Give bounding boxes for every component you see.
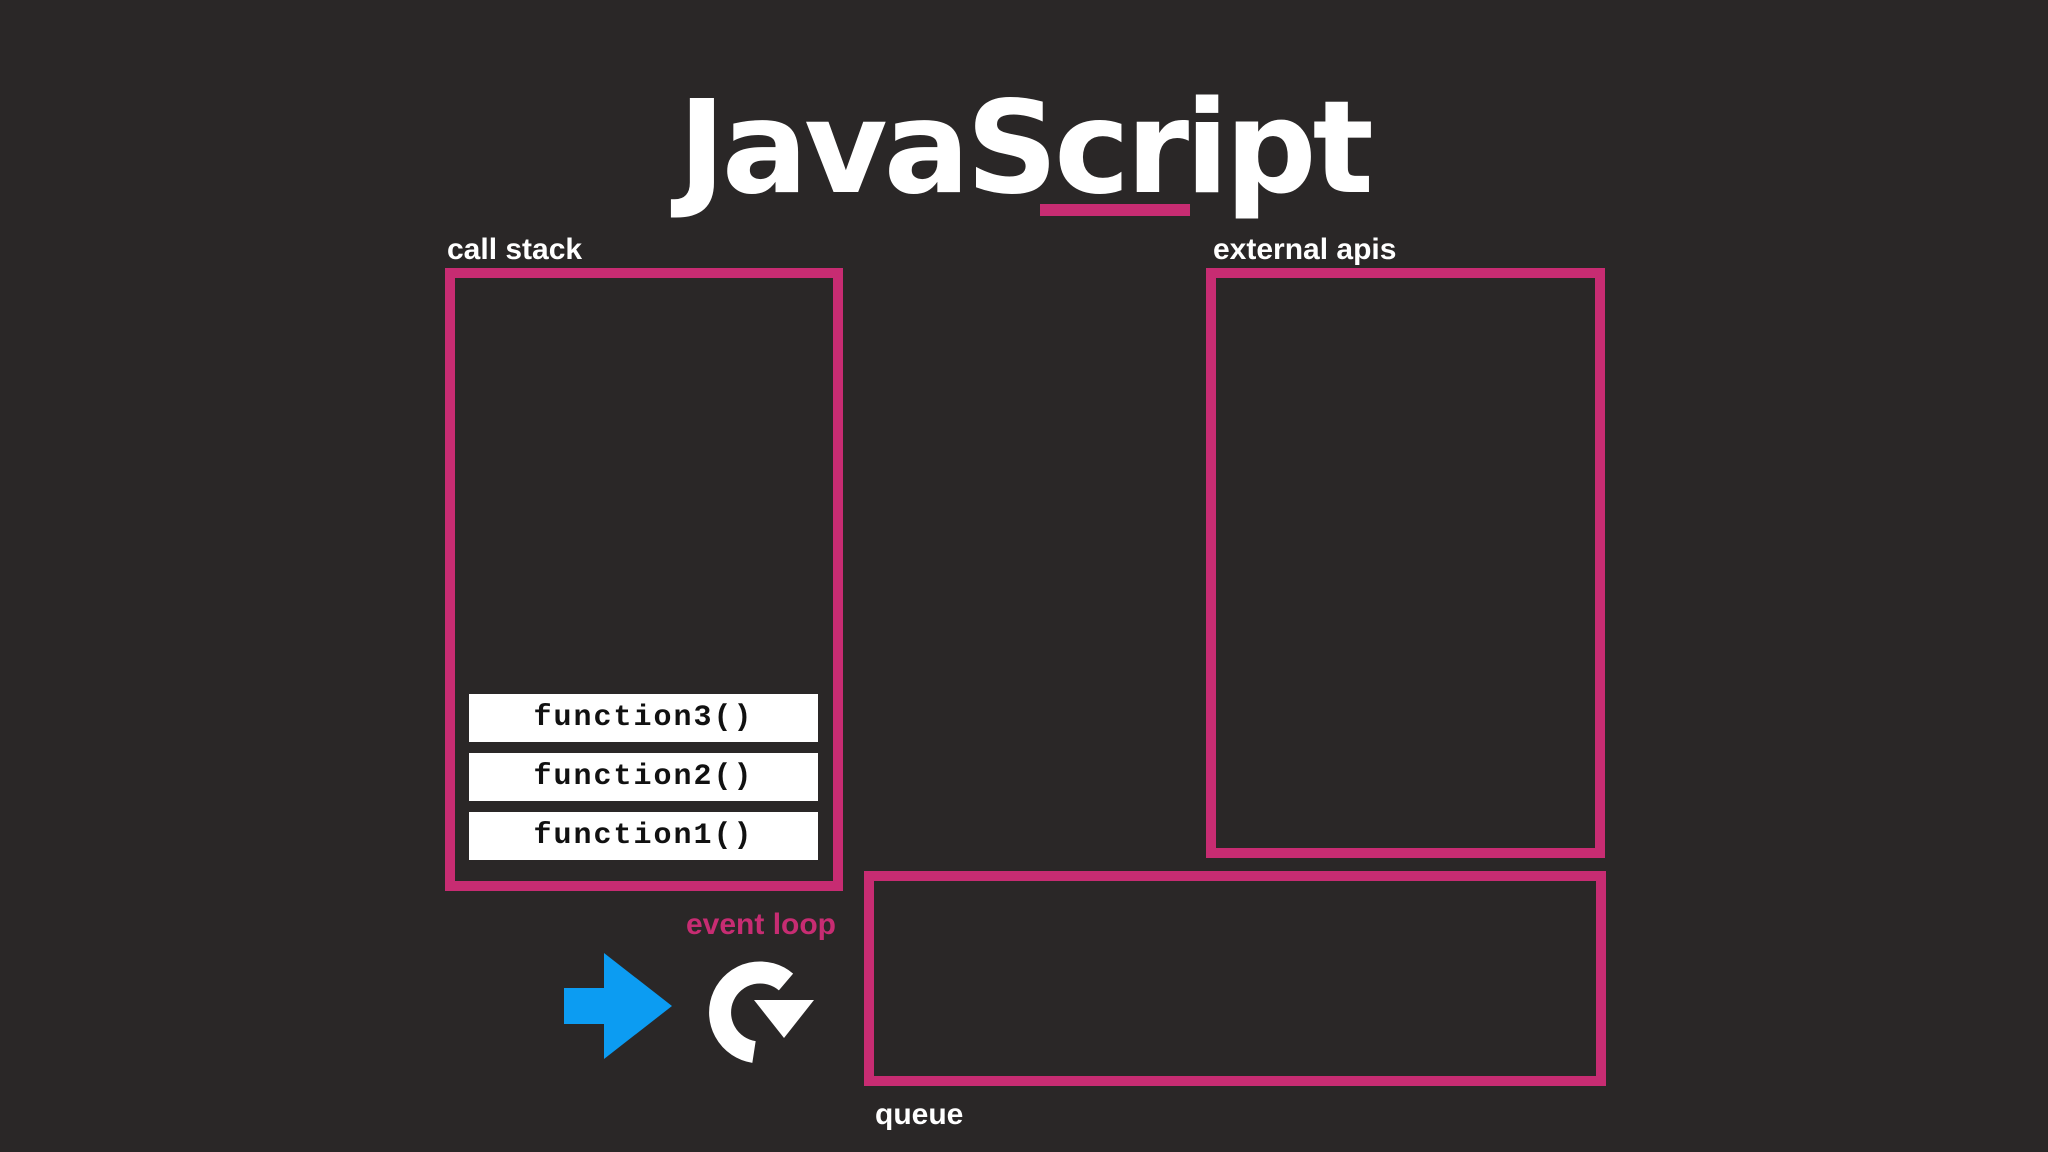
loop-arrowhead [754,1000,814,1038]
call-stack-box [445,268,843,891]
stack-item-function2: function2() [469,753,818,801]
title-underline [1040,204,1190,216]
stack-item-function3: function3() [469,694,818,742]
stack-item-function1: function1() [469,812,818,860]
loop-icon [709,961,814,1063]
queue-label: queue [875,1098,964,1131]
arrow-right-shape [564,953,672,1059]
loop-arc [709,961,794,1063]
arrow-right-icon [564,953,672,1059]
external-apis-box [1206,268,1605,858]
external-apis-label: external apis [1213,233,1397,266]
call-stack-label: call stack [447,233,583,266]
page-title: JavaScript [678,74,1374,223]
queue-box [864,871,1606,1086]
event-loop-label: event loop [685,908,836,941]
